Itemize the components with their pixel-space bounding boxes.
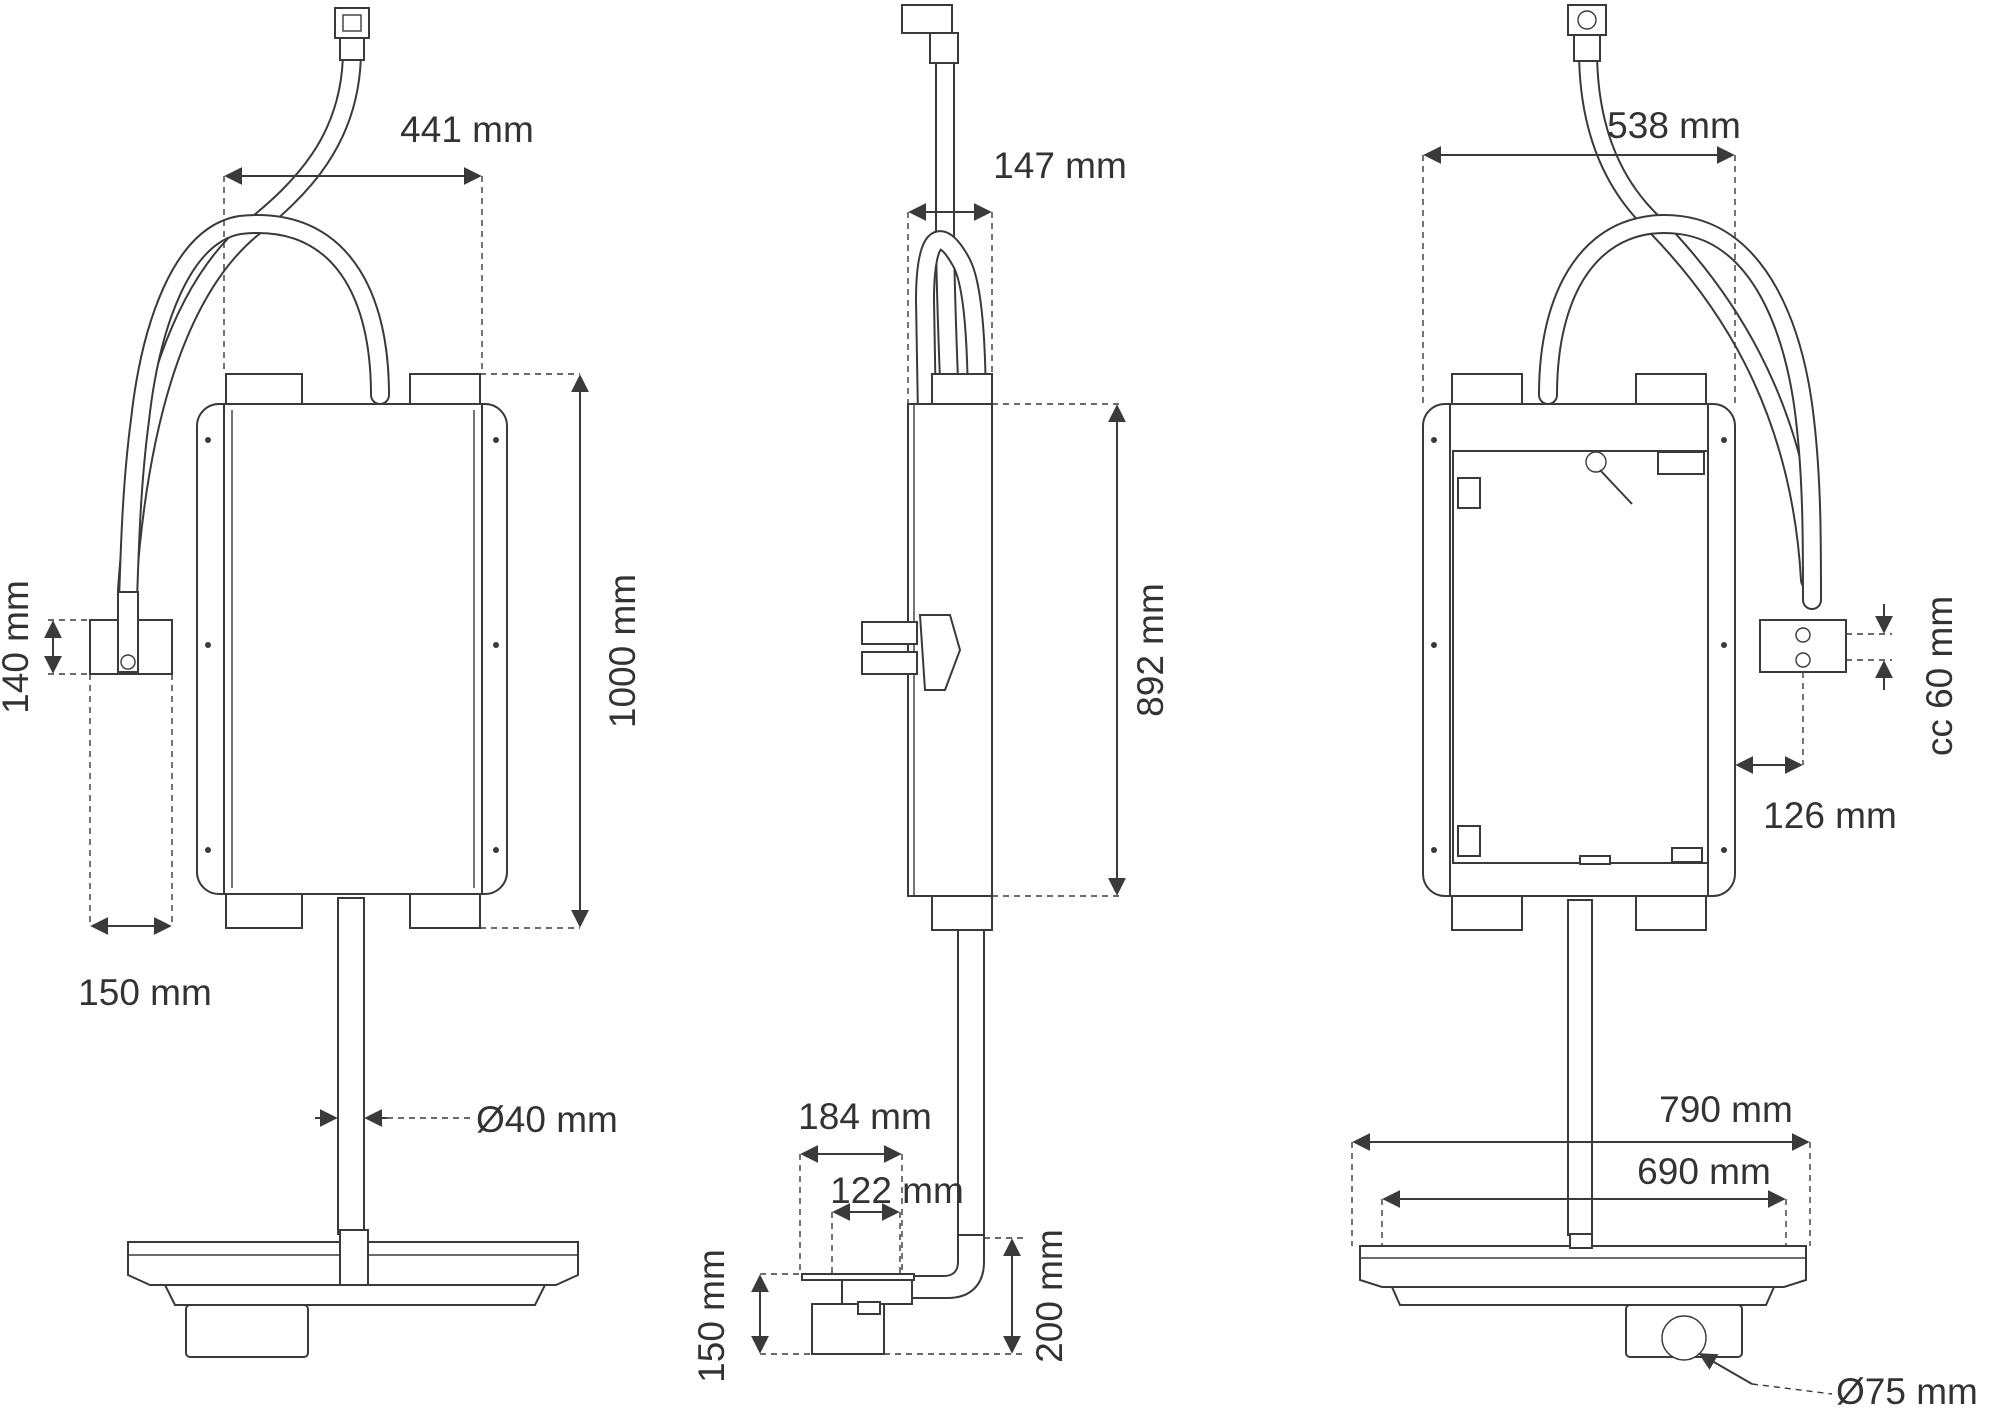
front-pipe xyxy=(337,897,365,1235)
back-valve-bracket xyxy=(1759,619,1847,673)
side-outlet-inner-label: 122 mm xyxy=(830,1170,964,1211)
back-top-bracket-right xyxy=(1635,373,1707,405)
side-connector xyxy=(901,4,959,64)
back-valve-spacing-label: cc 60 mm xyxy=(1919,596,1960,756)
side-pipe xyxy=(957,929,985,1236)
side-dimensions: 147 mm 892 mm 184 mm 122 mm 150 mm 200 m… xyxy=(691,145,1171,1383)
side-trap-height-label: 200 mm xyxy=(1029,1229,1070,1363)
front-tray xyxy=(127,1229,579,1358)
front-bottom-bracket-left xyxy=(225,893,303,929)
back-tray-inner-label: 690 mm xyxy=(1637,1151,1771,1192)
back-frame-screws xyxy=(1431,437,1727,853)
back-cavity xyxy=(1452,450,1709,864)
back-connector xyxy=(1567,4,1607,62)
back-bottom-bracket-left xyxy=(1451,895,1523,931)
front-valve-bracket xyxy=(89,591,173,675)
back-bottom-bracket-right xyxy=(1635,895,1707,931)
back-view xyxy=(1359,4,1847,1361)
side-bottom-bracket xyxy=(931,895,993,931)
front-connector xyxy=(334,7,370,61)
side-frame-height-label: 892 mm xyxy=(1130,583,1171,717)
back-dimensions: 538 mm cc 60 mm 126 mm 790 mm 690 mm Ø75… xyxy=(1351,105,1978,1408)
back-hoses xyxy=(1538,40,1822,610)
front-frame-screws xyxy=(205,437,499,853)
back-tray-outer-label: 790 mm xyxy=(1659,1089,1793,1130)
front-height-label: 1000 mm xyxy=(602,574,643,728)
front-width-label: 441 mm xyxy=(400,109,534,150)
front-bracket-height-label: 140 mm xyxy=(0,580,36,714)
front-dimensions: 441 mm 1000 mm 140 mm 150 mm Ø40 mm xyxy=(0,109,643,1140)
front-view xyxy=(89,7,579,1358)
side-view xyxy=(801,4,993,1355)
side-outlet-length-label: 184 mm xyxy=(798,1096,932,1137)
back-hardware xyxy=(1457,451,1705,865)
side-outlet-height-label: 150 mm xyxy=(691,1249,732,1383)
front-bracket-offset-label: 150 mm xyxy=(78,972,212,1013)
front-panel-inner xyxy=(223,403,483,895)
front-pipe-diameter-label: Ø40 mm xyxy=(476,1099,618,1140)
side-valve xyxy=(861,614,962,691)
back-tray xyxy=(1359,1233,1807,1361)
front-top-bracket-right xyxy=(409,373,481,405)
front-bottom-bracket-right xyxy=(409,893,481,929)
side-depth-label: 147 mm xyxy=(993,145,1127,186)
side-top-bracket xyxy=(931,373,993,405)
front-top-bracket-left xyxy=(225,373,303,405)
front-hoses xyxy=(117,40,390,610)
back-width-label: 538 mm xyxy=(1607,105,1741,146)
back-drain-diameter-label: Ø75 mm xyxy=(1836,1371,1978,1408)
back-pipe xyxy=(1567,899,1593,1236)
back-valve-offset-label: 126 mm xyxy=(1763,795,1897,836)
side-trap xyxy=(801,1232,985,1355)
back-top-bracket-left xyxy=(1451,373,1523,405)
